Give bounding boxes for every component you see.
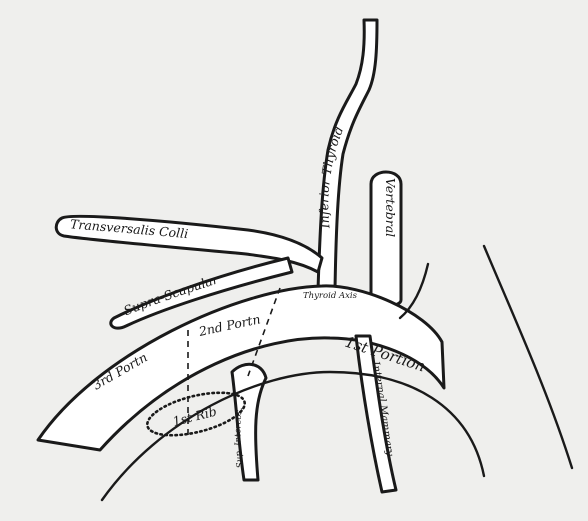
label-first-rib: 1st Rib (171, 404, 218, 429)
label-vertebral: Vertebral (383, 178, 398, 237)
right-oblique-line (484, 246, 572, 468)
label-thyroid-axis: Thyroid Axis (303, 291, 358, 301)
label-inferior-thyroid: Inferior Thyroid (316, 124, 346, 230)
